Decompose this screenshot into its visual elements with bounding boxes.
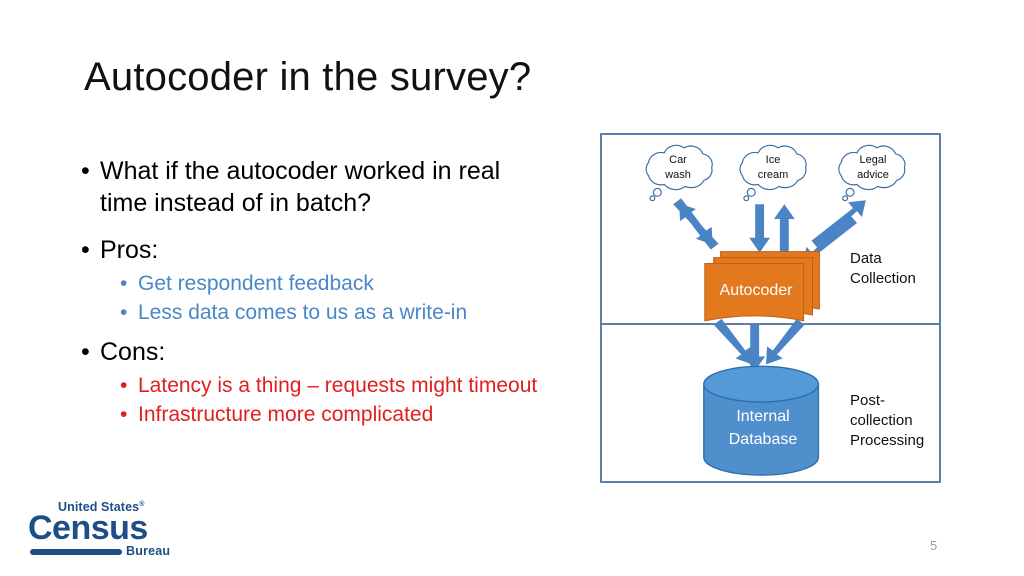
cons-heading-text: Cons: [100,338,166,366]
page-title: Autocoder in the survey? [84,55,532,99]
spacer [78,223,538,234]
cloud-label-legal-advice: Legal advice [833,153,913,183]
post-collection-line2: collection [850,412,913,429]
logo-bureau: Bureau [126,544,171,558]
bullet-pro-1: • Get respondent feedback [78,270,538,298]
bullet-glyph: • [81,157,90,185]
cloud-label-line2: cream [757,169,789,181]
architecture-diagram: Car wash Ice cream Legal advice Autocode… [600,133,941,483]
bullet-con-2: • Infrastructure more complicated [78,401,538,429]
bullet-glyph: • [120,374,128,397]
autocoder-label: Autocoder [719,282,793,299]
data-collection-line2: Collection [850,270,916,287]
pros-heading-text: Pros: [100,236,159,264]
cloud-ice-cream-icon [739,144,807,202]
db-label-line1: Internal [736,408,790,425]
post-collection-processing-label: Post- collection Processing [850,391,924,451]
cloud-label-line2: advice [857,169,889,181]
diagram-graphics [645,144,906,476]
cloud-label-line1: Ice [765,154,781,166]
census-bureau-logo: United States® Census Bureau [28,500,171,558]
pro-2-text: Less data comes to us as a write-in [138,301,468,324]
bullet-question-text: What if the autocoder worked in real tim… [100,157,501,217]
section-divider [602,323,939,325]
arrow-db-left [713,318,753,365]
con-1-text: Latency is a thing – requests might time… [138,374,538,397]
bullet-glyph: • [81,338,90,366]
arrow-ice-cream-up [773,204,795,253]
cloud-label-line1: Legal [859,154,887,166]
arrow-legal-advice-up [811,200,866,248]
post-collection-line3: Processing [850,432,925,449]
internal-database-label: Internal Database [703,405,823,451]
bullet-glyph: • [120,301,128,324]
cloud-legal-advice-icon [838,144,906,202]
post-collection-line1: Post- [850,392,886,409]
spacer [78,328,538,336]
cloud-label-car-wash: Car wash [638,153,718,183]
arrow-db-middle [744,324,766,372]
pro-1-text: Get respondent feedback [138,272,374,295]
registered-mark: ® [139,500,145,508]
cloud-label-line2: wash [665,169,691,181]
bullet-glyph: • [81,236,90,264]
slide-number: 5 [930,538,938,553]
cloud-label-ice-cream: Ice cream [733,153,813,183]
bullet-pros-heading: • Pros: [78,234,538,266]
logo-united-states: United States® [58,500,144,514]
bullet-pro-2: • Less data comes to us as a write-in [78,299,538,327]
bullet-glyph: • [120,272,128,295]
bullet-cons-heading: • Cons: [78,336,538,368]
data-collection-label: Data Collection [850,249,916,289]
arrow-db-right [766,318,805,365]
bullet-question: • What if the autocoder worked in real t… [78,155,538,219]
bullet-glyph: • [120,403,128,426]
arrow-car-wash-up [679,203,719,250]
internal-database-cylinder [703,365,820,476]
bullet-con-1: • Latency is a thing – requests might ti… [78,372,538,400]
logo-bar [30,549,122,555]
db-label-line2: Database [728,431,798,448]
cloud-car-wash-icon [645,144,713,202]
data-collection-line1: Data [850,250,882,267]
con-2-text: Infrastructure more complicated [138,403,434,426]
logo-census-wordmark: Census [28,509,148,547]
arrow-ice-cream-down [749,204,771,253]
logo-united-states-text: United States [58,500,140,514]
cloud-label-line1: Car [669,154,687,166]
autocoder-stack-front [704,263,805,322]
bullet-list: • What if the autocoder worked in real t… [78,155,538,430]
